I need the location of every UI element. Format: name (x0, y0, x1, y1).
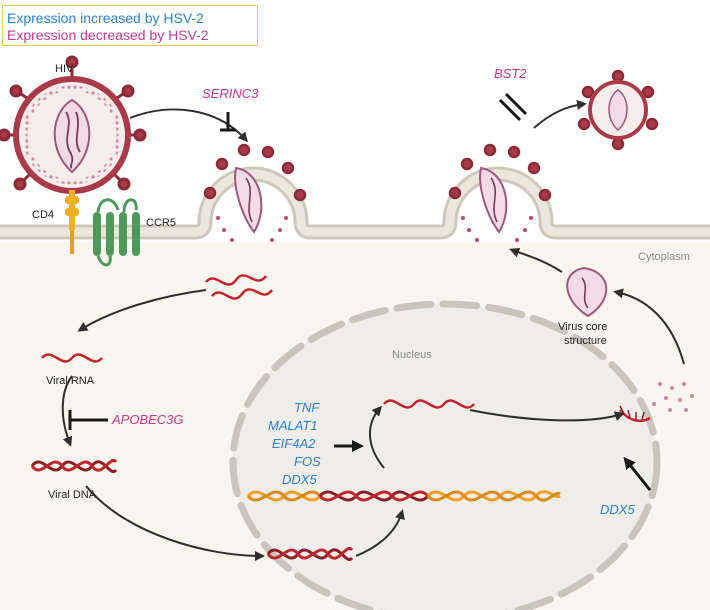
virus-core-structure (566, 266, 608, 318)
legend-increased: Expression increased by HSV-2 (7, 10, 204, 26)
viral-rna-label: Viral RNA (46, 375, 95, 387)
hiv-label: HIV (55, 63, 74, 75)
arrow-rna-out (77, 289, 207, 332)
arrow-dna-import (85, 485, 265, 561)
budding-virion-left (203, 143, 307, 242)
arrow-rt (61, 375, 73, 447)
budding-virion-right (448, 143, 552, 242)
gene-tnf: TNF (294, 400, 320, 415)
arrow-integration (355, 509, 405, 557)
gene-ddx5-cytoplasm: DDX5 (600, 502, 635, 517)
viral-dna-helix (30, 458, 118, 474)
bst2-inhibit (498, 92, 528, 122)
mrna-strand (383, 399, 475, 409)
cytoplasm-label: Cytoplasm (638, 251, 690, 263)
arrow-export (469, 409, 625, 422)
legend: Expression increased by HSV-2 Expression… (2, 5, 258, 46)
labels: HIV CD4 CCR5 Cytoplasm Nucleus Viral RNA… (32, 63, 690, 501)
legend-decreased: Expression decreased by HSV-2 (7, 27, 209, 43)
arrow-ddx5-up (623, 456, 652, 491)
host-genome-dna (246, 490, 561, 502)
viral-dna-label: Viral DNA (48, 489, 97, 501)
ccr5-label: CCR5 (146, 217, 176, 229)
apobec3g-inhibit (68, 410, 108, 430)
gene-labels: SERINC3 BST2 APOBEC3G TNF MALAT1 EIF4A2 … (111, 66, 635, 517)
gene-apobec3g: APOBEC3G (111, 412, 184, 427)
cd4-label: CD4 (32, 209, 54, 221)
gene-eif4a2: EIF4A2 (272, 436, 316, 451)
gene-serinc3: SERINC3 (202, 86, 259, 101)
nucleus (229, 300, 661, 610)
arrow-release (533, 99, 587, 129)
gene-malat1: MALAT1 (268, 418, 318, 433)
ccr5-receptor (93, 198, 140, 267)
viral-rna-uncoated (205, 274, 274, 300)
viral-rna-strand (41, 353, 103, 363)
viral-dna-nucleus (266, 546, 354, 562)
virus-core-label-2: structure (564, 335, 607, 347)
virus-core-label-1: Virus core (558, 321, 607, 333)
released-virion (577, 69, 659, 151)
arrow-transcription (368, 405, 385, 469)
flow-arrows (61, 99, 685, 561)
gene-fos: FOS (294, 454, 321, 469)
gene-bst2: BST2 (494, 66, 527, 81)
serinc3-inhibit (220, 112, 236, 132)
hiv-virion-free (0, 55, 147, 254)
nucleus-label: Nucleus (392, 349, 432, 361)
envelope-spikes (0, 55, 147, 191)
arrow-budding (509, 247, 563, 273)
inhibition-marks (68, 92, 528, 430)
arrow-assembly (613, 288, 685, 365)
gene-ddx5-nucleus: DDX5 (282, 472, 317, 487)
